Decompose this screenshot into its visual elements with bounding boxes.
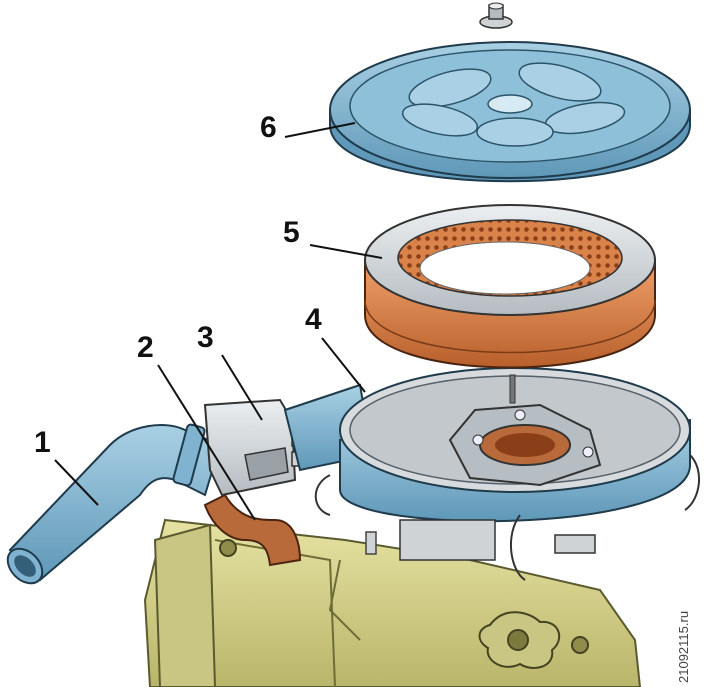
callout-5: 5 [283, 216, 300, 249]
callout-4: 4 [305, 303, 322, 336]
callout-2: 2 [137, 331, 154, 364]
leader-line-3 [221, 354, 263, 421]
site-watermark: 21092115.ru [676, 610, 691, 683]
leader-line-2 [157, 364, 256, 521]
carburetor-mounting-plate [448, 403, 602, 487]
callout-6: 6 [260, 111, 277, 144]
air-filter-housing [314, 367, 701, 581]
filter-cover [329, 41, 691, 183]
callout-3: 3 [197, 321, 214, 354]
leader-line-4 [321, 337, 366, 393]
housing-latch-clips [314, 454, 701, 581]
cover-stiffening-ribs [401, 62, 626, 147]
oil-filler-cap [478, 611, 561, 669]
wing-nut [479, 2, 513, 29]
leader-line-1 [54, 459, 99, 506]
callout-leader-lines [54, 122, 383, 521]
crankcase-breather-hose [203, 493, 302, 567]
callout-1: 1 [34, 426, 51, 459]
leader-line-6 [284, 122, 356, 138]
leader-line-5 [309, 244, 383, 259]
filter-element [364, 204, 656, 369]
